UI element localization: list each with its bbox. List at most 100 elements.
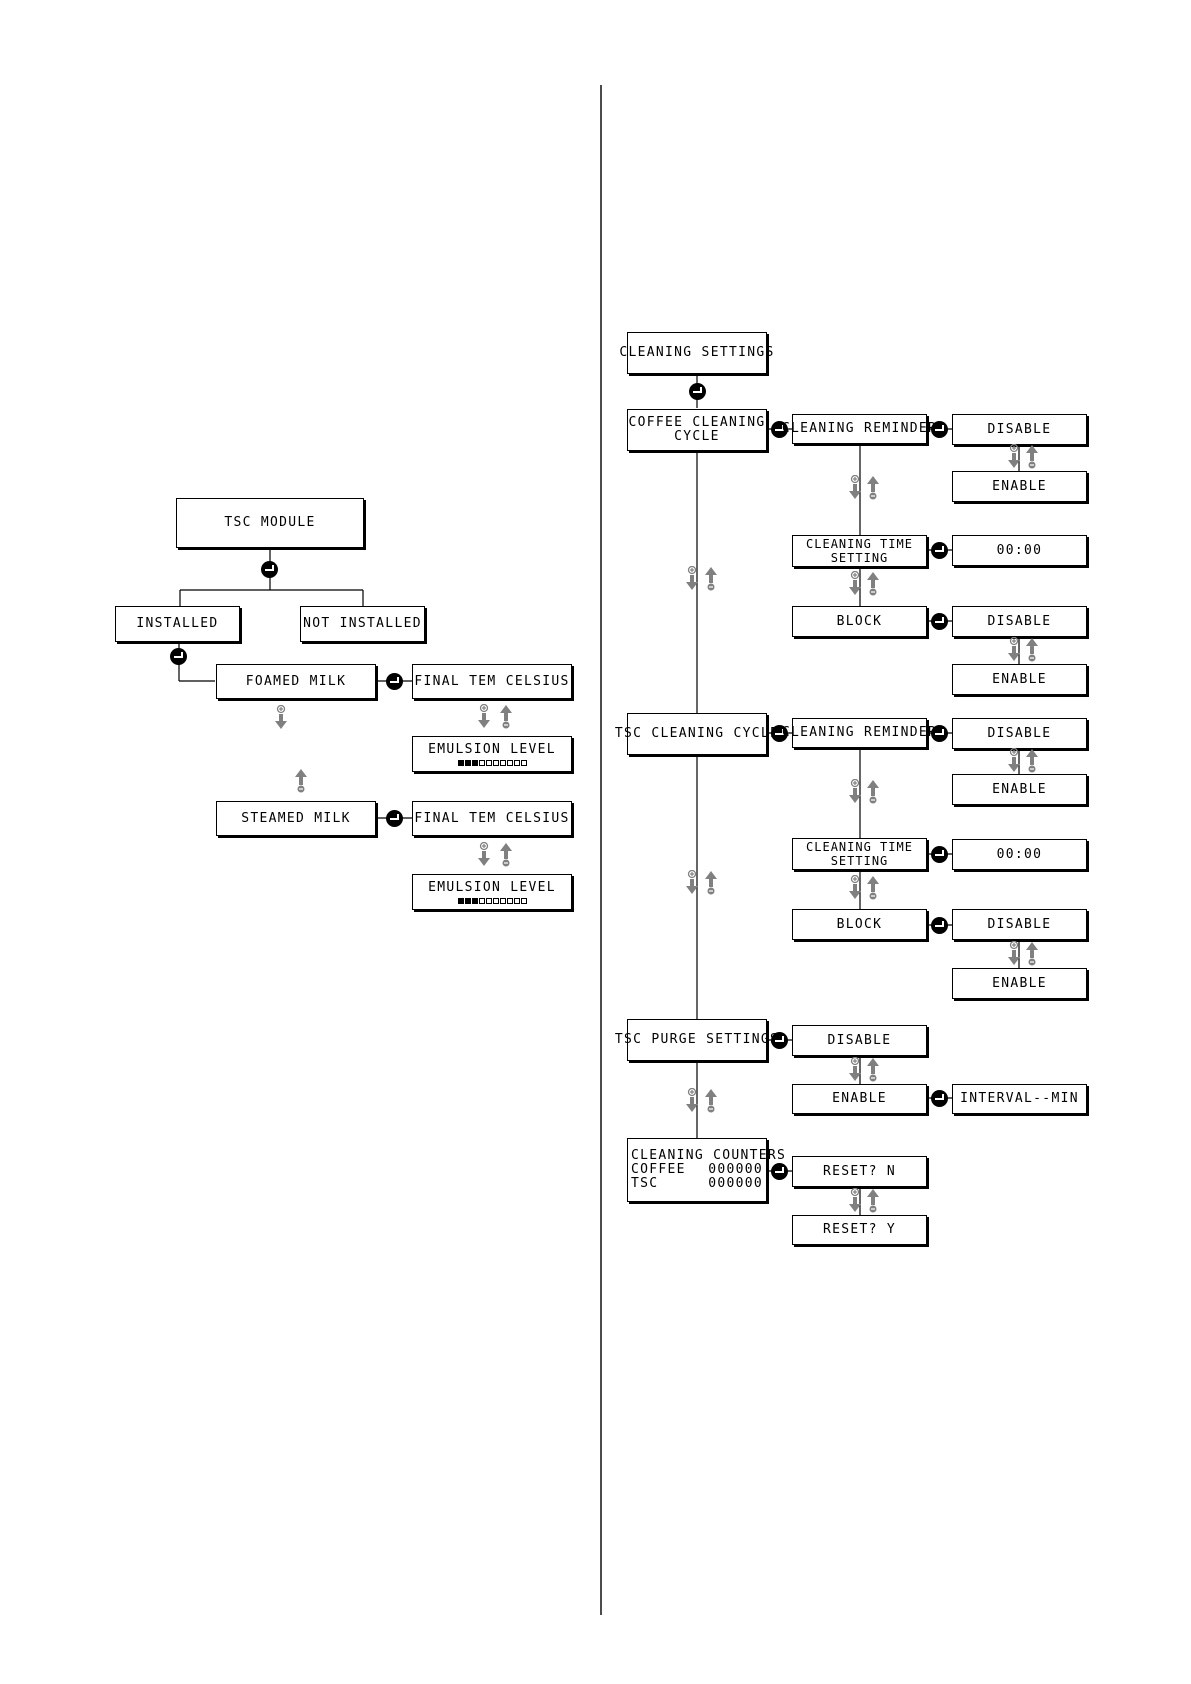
disable-label: DISABLE [987,421,1052,437]
tsc-module-box[interactable]: TSC MODULE [176,498,364,548]
minus-up-icon [500,843,512,867]
tsc-cycle-label: TSC CLEANING CYCLE [614,726,780,741]
plus-down-icon [1008,941,1020,965]
coffee-reminder-disable-box[interactable]: DISABLE [952,414,1087,445]
plus-down-icon [849,875,861,899]
plus-down-icon [1008,444,1020,468]
cleaning-reminder-label: CLEANING REMINDER [781,421,938,436]
enter-icon [771,1163,788,1180]
enter-icon [931,613,948,630]
enter-icon [689,383,706,400]
final-temp-label: FINAL TEM CELSIUS [414,810,570,826]
reset-n-label: RESET? N [822,1163,896,1179]
enter-icon [771,421,788,438]
tsc-module-label: TSC MODULE [224,515,316,530]
installed-label: INSTALLED [136,616,219,631]
time-setting-line1: CLEANING TIME [806,537,913,551]
disable-label: DISABLE [827,1032,892,1048]
time-setting-line2: SETTING [830,854,889,868]
not-installed-label: NOT INSTALLED [303,616,422,631]
enter-icon [931,917,948,934]
tsc-reminder-enable-box[interactable]: ENABLE [952,774,1087,805]
enable-label: ENABLE [992,975,1047,991]
reset-y-label: RESET? Y [822,1222,896,1237]
counters-tsc-label: TSC [631,1176,659,1191]
foamed-final-temp-box[interactable]: FINAL TEM CELSIUS [412,664,572,699]
purge-interval-box[interactable]: INTERVAL--MIN [952,1084,1087,1114]
installed-box[interactable]: INSTALLED [115,606,240,642]
steamed-milk-box[interactable]: STEAMED MILK [216,801,376,836]
coffee-block-enable-box[interactable]: ENABLE [952,664,1087,695]
purge-enable-box[interactable]: ENABLE [792,1084,927,1114]
reset-n-box[interactable]: RESET? N [792,1156,927,1187]
coffee-block-disable-box[interactable]: DISABLE [952,606,1087,637]
tsc-reminder-disable-box[interactable]: DISABLE [952,718,1087,749]
steamed-milk-label: STEAMED MILK [241,810,351,826]
minus-up-icon [705,567,717,591]
disable-label: DISABLE [987,613,1052,629]
enter-icon [931,421,948,438]
plus-down-icon [686,1088,698,1112]
counters-tsc-value: 000000 [708,1176,763,1191]
emulsion-level-bar [457,897,527,904]
emulsion-level-label: EMULSION LEVEL [428,879,556,895]
plus-down-icon [686,566,698,590]
coffee-reminder-enable-box[interactable]: ENABLE [952,471,1087,502]
steamed-final-temp-box[interactable]: FINAL TEM CELSIUS [412,801,572,836]
tsc-time-value-box[interactable]: 00:00 [952,839,1087,870]
time-value-label: 00:00 [996,542,1043,558]
plus-down-icon [1008,748,1020,772]
cleaning-settings-box[interactable]: CLEANING SETTINGS [619,332,773,374]
minus-up-icon [867,476,879,500]
minus-up-icon [705,1089,717,1113]
time-setting-line1: CLEANING TIME [806,840,913,854]
foamed-emulsion-box[interactable]: EMULSION LEVEL [412,736,572,772]
tsc-block-enable-box[interactable]: ENABLE [952,968,1087,999]
plus-down-icon [849,1057,861,1081]
enter-icon [931,542,948,559]
enable-label: ENABLE [992,478,1047,494]
minus-up-icon [867,1189,879,1213]
purge-disable-box[interactable]: DISABLE [792,1025,927,1056]
enter-icon [261,561,278,578]
tsc-block-disable-box[interactable]: DISABLE [952,909,1087,940]
enter-icon [771,1032,788,1049]
plus-down-icon [1008,637,1020,661]
minus-up-icon [705,871,717,895]
block-label: BLOCK [836,916,883,932]
tsc-cleaning-reminder-box[interactable]: CLEANING REMINDER [782,718,936,748]
interval-label: INTERVAL--MIN [960,1091,1079,1106]
emulsion-level-bar [457,759,527,766]
minus-up-icon [867,1058,879,1082]
disable-label: DISABLE [987,916,1052,932]
reset-y-box[interactable]: RESET? Y [792,1215,927,1245]
tsc-cleaning-cycle-box[interactable]: TSC CLEANING CYCLE [615,713,778,755]
minus-up-icon [867,572,879,596]
plus-down-icon [478,704,490,728]
time-setting-line2: SETTING [830,551,889,565]
coffee-cleaning-reminder-box[interactable]: CLEANING REMINDER [782,414,936,444]
coffee-time-value-box[interactable]: 00:00 [952,535,1087,566]
plus-down-icon [849,475,861,499]
enable-label: ENABLE [992,671,1047,687]
minus-up-icon [295,769,307,793]
not-installed-box[interactable]: NOT INSTALLED [300,606,425,642]
time-value-label: 00:00 [996,846,1043,862]
foamed-milk-box[interactable]: FOAMED MILK [216,664,376,699]
plus-down-icon [275,705,287,729]
plus-down-icon [849,779,861,803]
enter-icon [170,648,187,665]
cleaning-settings-label: CLEANING SETTINGS [619,345,775,360]
coffee-block-box[interactable]: BLOCK [792,606,927,637]
tsc-block-box[interactable]: BLOCK [792,909,927,940]
tsc-purge-settings-box[interactable]: TSC PURGE SETTINGS [615,1019,778,1061]
enter-icon [386,673,403,690]
enable-label: ENABLE [832,1091,887,1106]
steamed-emulsion-box[interactable]: EMULSION LEVEL [412,874,572,910]
enter-icon [386,810,403,827]
emulsion-level-label: EMULSION LEVEL [428,741,556,757]
